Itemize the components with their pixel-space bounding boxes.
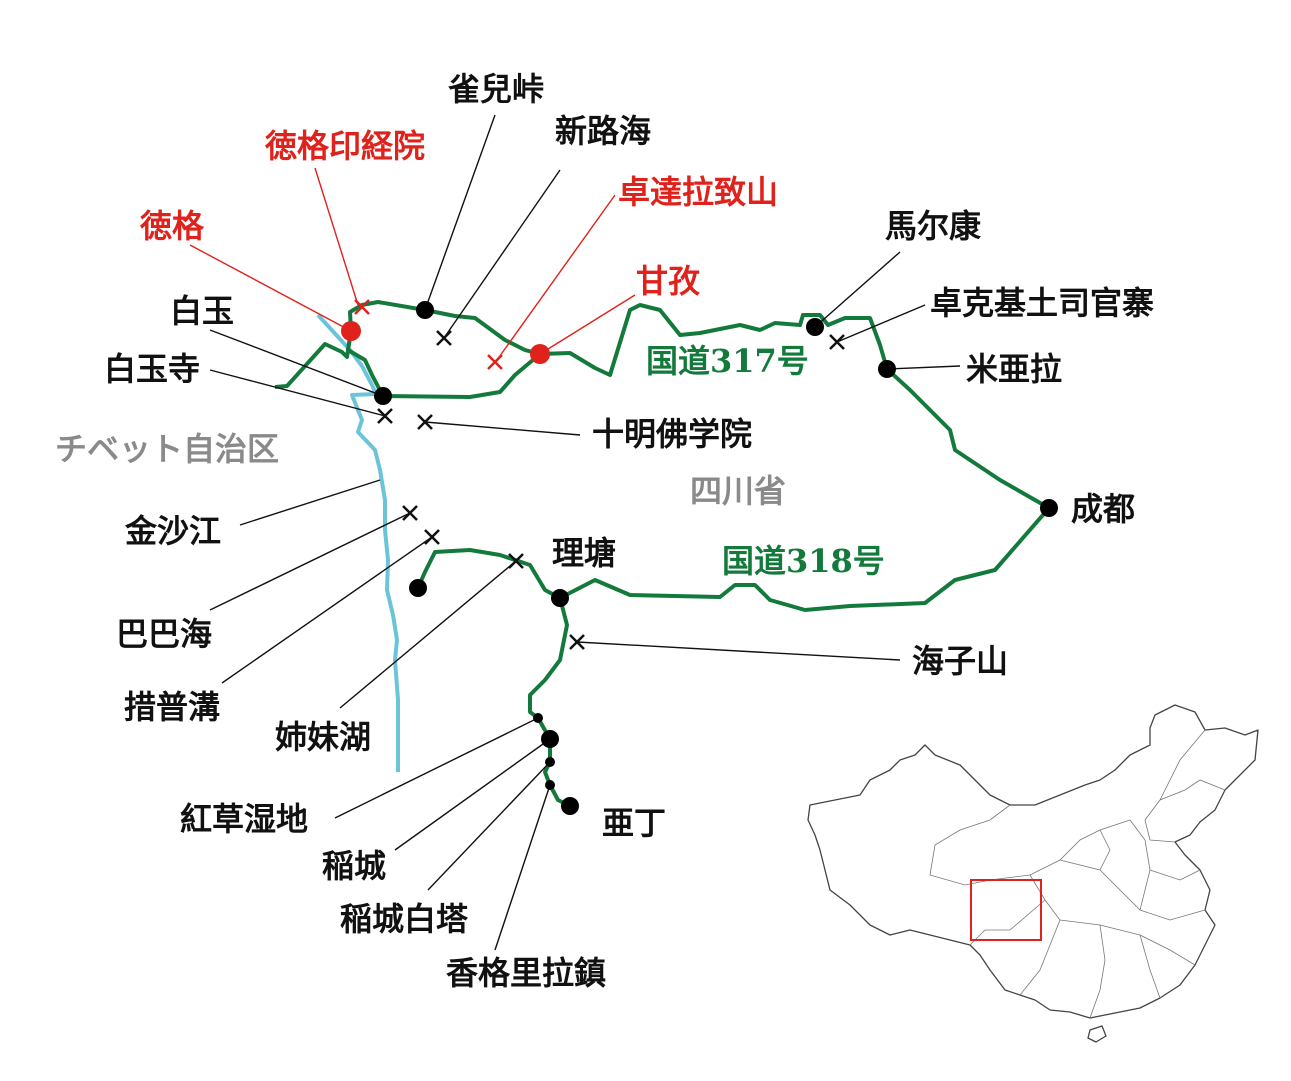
label-sichuan: 四川省 — [690, 472, 786, 510]
china-outline — [807, 704, 1259, 1019]
label-queer-pass: 雀兒峠 — [448, 70, 544, 108]
label-g317: 国道317号 — [646, 342, 809, 380]
label-dege-printing: 徳格印経院 — [264, 127, 425, 165]
label-ganzi: 甘孜 — [636, 262, 701, 300]
province-borders — [929, 729, 1226, 1019]
town-markers — [341, 301, 1058, 815]
marker-dege — [341, 321, 361, 341]
label-hongcao: 紅草湿地 — [180, 800, 308, 838]
route-g318 — [416, 506, 1051, 612]
hainan-island — [1087, 1025, 1107, 1043]
label-chengdu: 成都 — [1071, 490, 1135, 528]
marker-daocheng — [541, 730, 559, 748]
marker-yading — [561, 797, 579, 815]
label-jinsha: 金沙江 — [124, 512, 221, 550]
label-cuopugou: 措普溝 — [124, 688, 220, 726]
route-litang-yading — [528, 597, 571, 808]
label-daocheng: 稲城 — [322, 847, 386, 885]
label-shangrila: 香格里拉鎮 — [446, 954, 606, 992]
leader-lines — [189, 114, 961, 951]
label-g318: 国道318号 — [722, 542, 885, 580]
china-inset-map — [807, 704, 1259, 1043]
label-babahai: 巴巴海 — [116, 615, 212, 653]
label-baiyu-temple: 白玉寺 — [104, 350, 200, 388]
marker-pagoda — [545, 757, 555, 767]
label-zhuokeji: 卓克基土司官寨 — [930, 284, 1154, 322]
label-zhuodala: 卓達拉致山 — [618, 173, 778, 211]
highlight-box — [970, 879, 1042, 941]
label-tibet: チベット自治区 — [55, 430, 279, 468]
marker-miyaluo — [878, 360, 896, 378]
label-yading: 亜丁 — [602, 804, 666, 842]
marker-hongcao — [533, 713, 543, 723]
marker-shangrila — [545, 780, 555, 790]
marker-barkam — [806, 318, 824, 336]
marker-queer-pass — [416, 301, 434, 319]
label-sister-lakes: 姉妹湖 — [275, 718, 371, 756]
label-dege: 徳格 — [139, 207, 205, 245]
label-daocheng-pagoda: 稲城白塔 — [340, 900, 469, 938]
marker-litang — [551, 589, 569, 607]
marker-cuopugou-end — [409, 579, 427, 597]
label-barkam: 馬尔康 — [885, 207, 982, 245]
label-litang: 理塘 — [552, 534, 616, 572]
marker-chengdu — [1040, 499, 1058, 517]
label-miyaluo: 米亜拉 — [966, 350, 1062, 388]
label-haizishan: 海子山 — [912, 642, 1008, 680]
label-baiyu: 白玉 — [170, 292, 234, 330]
sight-markers — [354, 299, 845, 650]
label-shiming: 十明佛学院 — [592, 415, 752, 453]
marker-baiyu — [374, 387, 392, 405]
label-xinluhai: 新路海 — [555, 112, 651, 150]
jinsha-river — [316, 313, 400, 772]
route-g317-north — [274, 300, 1050, 510]
marker-ganzi — [530, 344, 550, 364]
